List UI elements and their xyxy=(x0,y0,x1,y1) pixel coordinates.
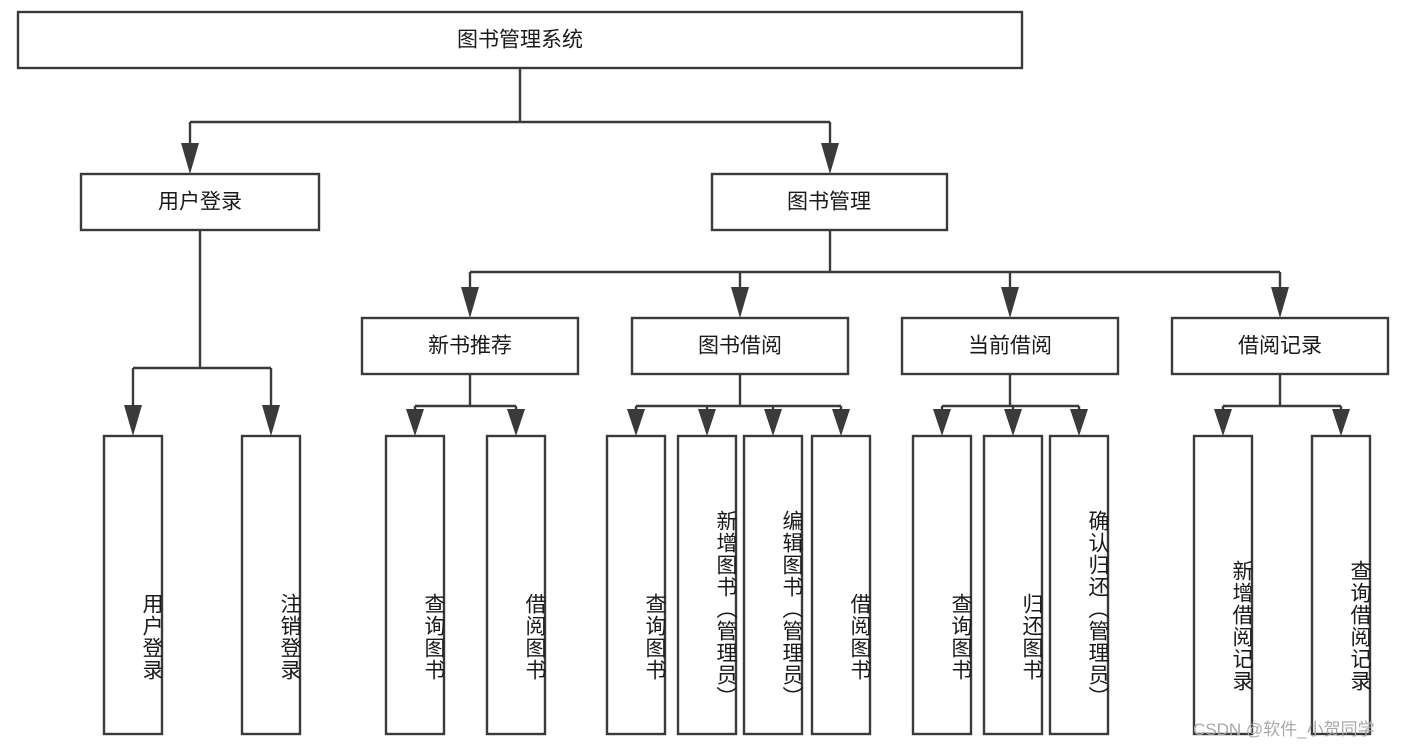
arrow-newbook-to-query xyxy=(406,409,424,436)
node-box-current-borrow[interactable] xyxy=(900,316,1120,376)
node-box-leaf-record-query[interactable] xyxy=(1310,434,1372,736)
arrow-bookborrow-to-query xyxy=(627,409,645,436)
arrow-record-to-query xyxy=(1332,409,1350,436)
connector-group-bookborrow xyxy=(627,374,850,436)
node-box-book-borrow[interactable] xyxy=(630,316,850,376)
leaf-box-group xyxy=(102,434,1372,736)
arrow-newbook-to-borrow xyxy=(507,409,525,436)
node-label-borrow-record: 借阅记录 xyxy=(1238,335,1322,358)
node-box-leaf-borrow-lend[interactable] xyxy=(810,434,872,736)
node-box-leaf-current-confirm[interactable] xyxy=(1048,434,1110,736)
node-new-book-rec[interactable]: 新书推荐 xyxy=(360,316,580,376)
arrow-book-to-record xyxy=(1271,287,1289,318)
node-box-leaf-borrow-edit[interactable] xyxy=(742,434,804,736)
arrow-bookborrow-to-edit xyxy=(764,409,782,436)
node-box-leaf-borrow-add[interactable] xyxy=(676,434,738,736)
node-box-borrow-record[interactable] xyxy=(1170,316,1390,376)
node-box-leaf-newrec-borrow[interactable] xyxy=(485,434,547,736)
arrow-current-to-query xyxy=(933,409,951,436)
node-box-new-book-rec[interactable] xyxy=(360,316,580,376)
node-box-book-mgmt[interactable] xyxy=(710,172,949,232)
arrow-current-to-return xyxy=(1004,409,1022,436)
connector-group-newbook xyxy=(406,374,525,436)
node-label-book-borrow: 图书借阅 xyxy=(698,335,782,358)
connector-group-root xyxy=(181,68,839,174)
node-label-user-login: 用户登录 xyxy=(158,191,242,214)
arrow-book-to-current xyxy=(1001,287,1019,318)
node-box-leaf-record-add[interactable] xyxy=(1192,434,1254,736)
node-label-root: 图书管理系统 xyxy=(457,29,583,52)
connector-group-record xyxy=(1214,374,1350,436)
arrow-user-to-logout xyxy=(262,405,280,436)
node-user-login[interactable]: 用户登录 xyxy=(79,172,321,232)
node-box-user-login[interactable] xyxy=(79,172,321,232)
connector-group-book-mgmt xyxy=(461,230,1289,318)
node-root[interactable]: 图书管理系统 xyxy=(16,10,1024,70)
node-box-leaf-borrow-query[interactable] xyxy=(605,434,667,736)
node-label-new-book-rec: 新书推荐 xyxy=(428,335,512,358)
node-book-borrow[interactable]: 图书借阅 xyxy=(630,316,850,376)
node-box-leaf-newrec-query[interactable] xyxy=(384,434,446,736)
node-box-leaf-current-return[interactable] xyxy=(982,434,1044,736)
node-box-leaf-user-login[interactable] xyxy=(102,434,164,736)
node-box-leaf-user-logout[interactable] xyxy=(240,434,302,736)
arrow-record-to-add xyxy=(1214,409,1232,436)
node-label-current-borrow: 当前借阅 xyxy=(968,335,1052,358)
arrow-root-to-user xyxy=(181,143,199,174)
node-book-mgmt[interactable]: 图书管理 xyxy=(710,172,949,232)
node-box-leaf-current-query[interactable] xyxy=(911,434,973,736)
arrow-book-to-newbook xyxy=(461,287,479,318)
node-label-book-mgmt: 图书管理 xyxy=(787,191,871,214)
arrow-bookborrow-to-add xyxy=(698,409,716,436)
connector-group-current xyxy=(933,374,1088,436)
arrow-bookborrow-to-lend xyxy=(832,409,850,436)
arrow-current-to-confirm xyxy=(1070,409,1088,436)
arrow-user-to-login xyxy=(124,405,142,436)
node-box-root[interactable] xyxy=(16,10,1024,70)
connector-group-user-login xyxy=(124,230,280,436)
node-borrow-record[interactable]: 借阅记录 xyxy=(1170,316,1390,376)
csdn-watermark: CSDN @软件_小贺同学 xyxy=(1193,720,1375,739)
node-current-borrow[interactable]: 当前借阅 xyxy=(900,316,1120,376)
arrow-root-to-book xyxy=(821,143,839,174)
arrow-book-to-borrow xyxy=(731,287,749,318)
